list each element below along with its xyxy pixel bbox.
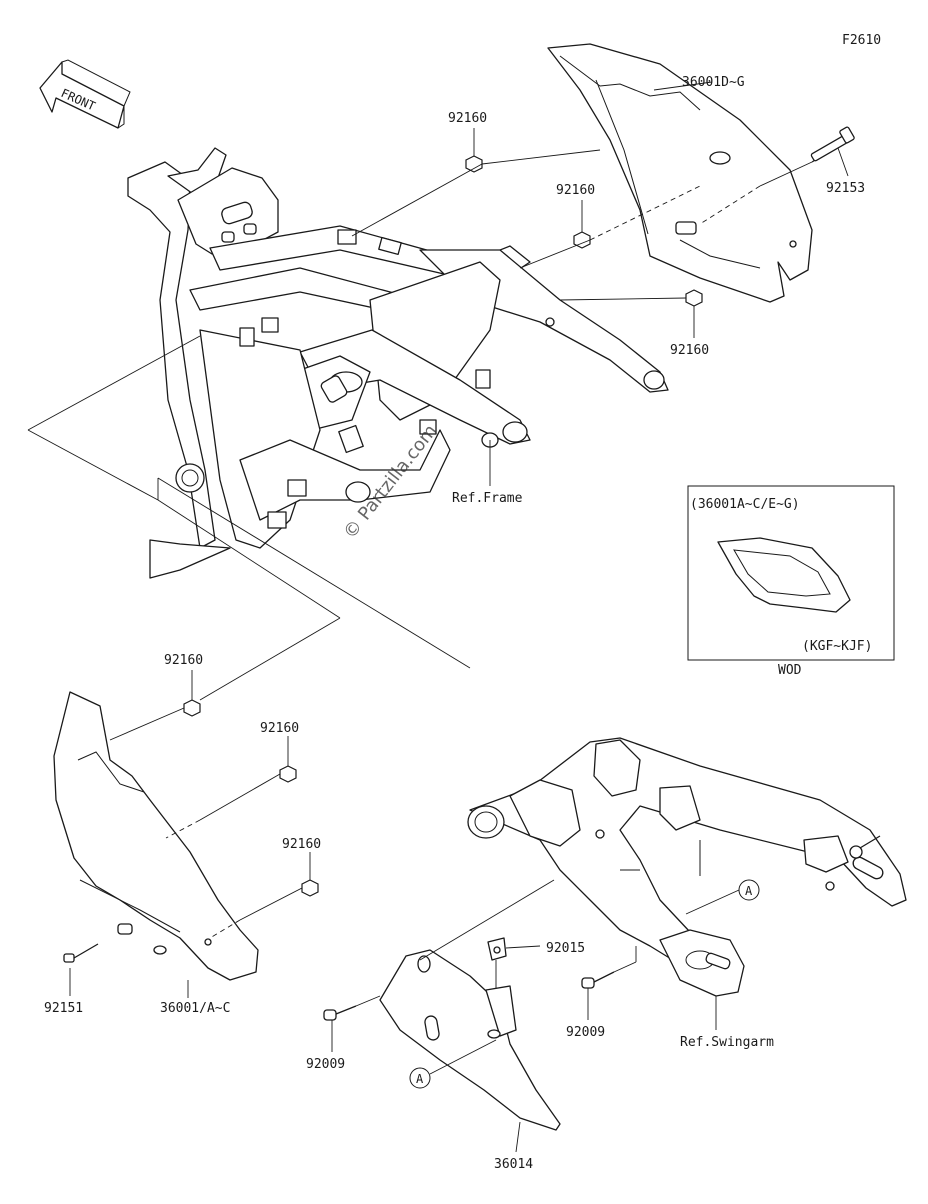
nut-92160-left3	[301, 879, 319, 897]
chain-guard	[379, 949, 561, 1131]
front-arrow-icon: FRONT	[39, 59, 131, 129]
swingarm-illustration	[467, 737, 907, 997]
left-side-cover	[53, 691, 259, 981]
label-92160-left1: 92160	[164, 653, 203, 668]
inset-box: (36001A~C/E~G) (KGF~KJF) WOD	[687, 485, 895, 678]
label-92153: 92153	[826, 181, 865, 196]
marker-a-lower: A	[409, 1067, 431, 1089]
label-92160-top2: 92160	[556, 183, 595, 198]
nut-92160-right	[685, 289, 703, 307]
label-36001-a-c: 36001/A~C	[160, 1001, 230, 1016]
frame-illustration	[127, 147, 669, 579]
bolt-92151	[63, 943, 99, 963]
right-side-cover	[547, 43, 813, 303]
clip-92015	[487, 937, 507, 961]
label-92015: 92015	[546, 941, 585, 956]
label-92160-left3: 92160	[282, 837, 321, 852]
bolt-92009-right	[581, 971, 615, 989]
inset-code: (KGF~KJF)	[802, 639, 872, 654]
label-ref-frame: Ref.Frame	[452, 491, 523, 506]
marker-a-upper: A	[738, 879, 760, 901]
nut-92160-top1	[465, 155, 483, 173]
label-92160-left2: 92160	[260, 721, 299, 736]
label-36001d-g: 36001D~G	[682, 75, 745, 90]
label-92009-right: 92009	[566, 1025, 605, 1040]
label-92160-right: 92160	[670, 343, 709, 358]
label-92151: 92151	[44, 1001, 83, 1016]
label-36014: 36014	[494, 1157, 533, 1172]
svg-text:A: A	[745, 884, 753, 898]
svg-text:A: A	[416, 1072, 424, 1086]
bolt-92009-left	[323, 1005, 357, 1021]
label-92160-top1: 92160	[448, 111, 487, 126]
nut-92160-left2	[279, 765, 297, 783]
figure-code: F2610	[842, 33, 881, 48]
inset-caption: WOD	[778, 663, 802, 678]
nut-92160-left1	[183, 699, 201, 717]
label-ref-swingarm: Ref.Swingarm	[680, 1035, 774, 1050]
inset-title: (36001A~C/E~G)	[690, 497, 800, 512]
bolt-92153	[810, 126, 855, 163]
label-92009-left: 92009	[306, 1057, 345, 1072]
